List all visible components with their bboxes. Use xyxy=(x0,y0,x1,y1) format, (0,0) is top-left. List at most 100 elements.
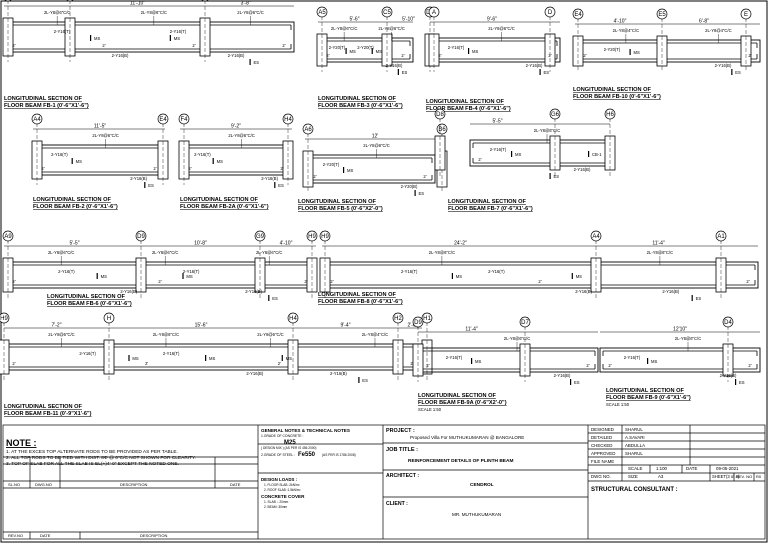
architect: CENDROL xyxy=(470,482,494,488)
section-mark: ES xyxy=(272,296,278,301)
section-mark: ES xyxy=(696,296,702,301)
section-mark: MS xyxy=(174,36,180,41)
grid-label: A5 xyxy=(318,10,326,16)
bar-callout: 2-Y16(T) xyxy=(488,269,505,274)
span-dimension: 5'-6" xyxy=(350,17,360,23)
section-tick xyxy=(468,48,470,54)
beam-subtitle: FLOOR BEAM FB-8 (0'-6"X1'-6") xyxy=(318,299,403,305)
span-dimension: 5'-5" xyxy=(70,241,80,247)
section-mark: ES xyxy=(254,60,260,65)
stirrup-label: 2L-Y8@6"C/C xyxy=(152,250,178,255)
beam-title: LONGITUDINAL SECTION OF xyxy=(4,96,82,102)
architect-label: ARCHITECT : xyxy=(386,473,419,479)
lap-length: 2' xyxy=(548,53,551,58)
beam-fb1: A1B1F111'-10"3'-8"2L-Y8@6"C/C2L-Y8@6"C/C… xyxy=(2,0,295,109)
beam-subtitle: FLOOR BEAM FB-9 (0'-6"X1'-6") xyxy=(606,395,691,401)
bar-callout: 2-Y16(B) xyxy=(662,289,679,294)
section-tick xyxy=(414,190,416,196)
section-tick xyxy=(549,173,551,179)
rev-col-desc: DESCRIPTION xyxy=(120,482,147,487)
section-tick xyxy=(343,167,345,173)
grid-label: H9 xyxy=(308,234,316,240)
section-tick xyxy=(71,158,73,164)
rev-col-dwgno: DWG.NO xyxy=(35,482,52,487)
title-block xyxy=(2,424,766,540)
stirrup-label: 2L-Y8@6"C/C xyxy=(488,26,514,31)
stirrup-label: 2L-Y8@6"C/C xyxy=(504,336,530,341)
stirrup-label: 2L-Y8@6"C/C xyxy=(331,26,357,31)
approved-value: SHARUL xyxy=(625,451,643,456)
beam-subtitle: FLOOR BEAM FB-7 (0'-6"X1'-6") xyxy=(448,206,533,212)
grid-bubble xyxy=(157,113,169,125)
lap-length: 2' xyxy=(282,43,285,48)
span-dimension: 5'-10" xyxy=(402,17,415,23)
cover-2: 2. BEAM :30mm xyxy=(264,505,288,509)
column xyxy=(319,257,331,293)
stirrup-label: 2L-Y8@6"C/C xyxy=(363,143,389,148)
lap-length: 2' xyxy=(12,43,15,48)
bar-callout: 2-Y20(T) xyxy=(323,162,340,167)
rev-no-label: REV. NO xyxy=(736,474,752,479)
rev-col-slno: SL.NO xyxy=(8,482,20,487)
beam-subtitle: FLOOR BEAM FB-9A (0'-6"X2'-0") xyxy=(418,400,507,406)
steel-grade: Fe550 xyxy=(298,452,316,458)
beam-subtitle: FLOOR BEAM FB-2 (0'-6"X1'-6") xyxy=(33,204,118,210)
lap-length: 2' xyxy=(748,363,751,368)
grid-bubble xyxy=(31,113,43,125)
lap-length: 2' xyxy=(586,363,589,368)
stirrup-label: 2L-Y8@6"C/C xyxy=(92,133,118,138)
section-mark: ES xyxy=(419,191,425,196)
design-load-1: 1. FLOOR SLAB :2kN/m² xyxy=(264,483,300,487)
bar-callout: 2-Y16(B) xyxy=(261,176,278,181)
beam-title: LONGITUDINAL SECTION OF xyxy=(33,197,111,203)
bar-callout: 2-Y16(B) xyxy=(715,63,732,68)
span-dimension: 5'-5" xyxy=(493,119,503,125)
grid-bubble xyxy=(4,0,12,2)
section-tick xyxy=(691,295,693,301)
bar-callout: 2-Y16(B) xyxy=(112,53,129,58)
bar-callout: 2-Y16(B) xyxy=(245,289,262,294)
span-dimension: 24'-2" xyxy=(454,241,467,247)
section-tick xyxy=(735,379,737,385)
section-mark: MS xyxy=(101,274,107,279)
section-tick xyxy=(345,48,347,54)
column xyxy=(135,257,147,293)
grid-label: A xyxy=(432,10,436,16)
section-mark: MS xyxy=(456,274,462,279)
grid-label: G6 xyxy=(551,112,560,118)
bottom-col-date: DATE xyxy=(40,533,51,538)
cover-1: 1. SLAB :- 20mm xyxy=(264,500,289,504)
section-tick xyxy=(182,273,184,279)
span-dimension: 9'-4" xyxy=(341,323,351,329)
column xyxy=(590,257,602,293)
grid-bubble xyxy=(590,230,602,242)
grid-label: D7 xyxy=(521,320,529,326)
bar-callout: 2-Y16(B) xyxy=(120,289,137,294)
section-mark: ES xyxy=(544,70,550,75)
bar-callout: 2-Y16(B) xyxy=(386,63,403,68)
span-dimension: 2'-6" xyxy=(408,323,418,329)
beam-subtitle: FLOOR BEAM FB-4 (0'-6"X1'-6") xyxy=(426,106,511,112)
bar-callout: 2-Y16(B) xyxy=(574,167,591,172)
grid-label: A4 xyxy=(33,117,41,123)
section-mark: CB-1 xyxy=(592,152,602,157)
date-value: 09-05-2021 xyxy=(716,466,739,471)
lap-length: 2' xyxy=(41,166,44,171)
column xyxy=(103,339,115,375)
bar-callout: 2-Y16(B) xyxy=(720,373,737,378)
steel-grade-note: (AS PER IS 1786 2008) xyxy=(322,453,356,457)
grid-label: H9 xyxy=(321,234,329,240)
bar-callout: 2-Y16(B) xyxy=(246,371,263,376)
grid-label: G9 xyxy=(256,234,265,240)
project-label: PROJECT : xyxy=(386,428,415,434)
lap-length: 2' xyxy=(438,53,441,58)
section-tick xyxy=(281,355,283,361)
section-mark: MS xyxy=(94,36,100,41)
design-load-2: 2. ROOF SLAB :1.5kN/m² xyxy=(264,488,301,492)
concrete-grade: M25 xyxy=(284,440,296,446)
general-notes-title: GENERAL NOTES & TECHNICAL NOTES xyxy=(261,428,350,433)
